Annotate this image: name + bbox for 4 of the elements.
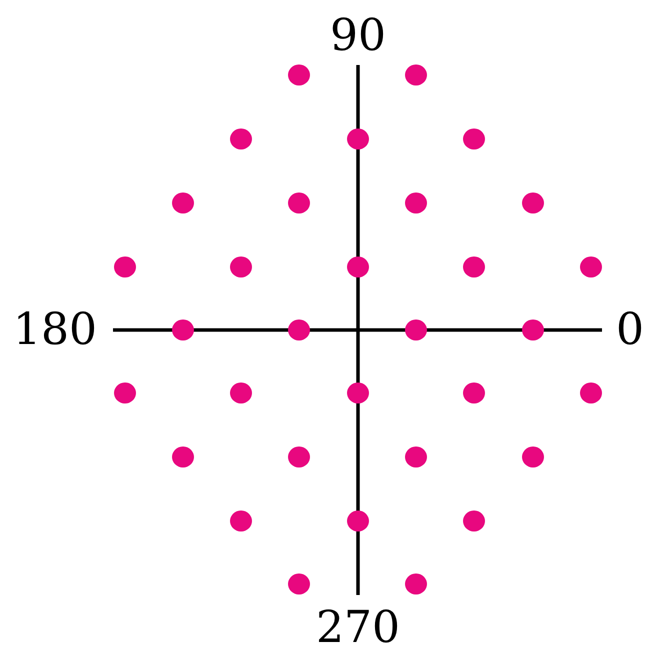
axis-label: 270 bbox=[316, 606, 400, 650]
axis-label: 0 bbox=[616, 308, 644, 352]
axis-label: 90 bbox=[330, 14, 386, 58]
axis-label: 180 bbox=[13, 308, 97, 352]
